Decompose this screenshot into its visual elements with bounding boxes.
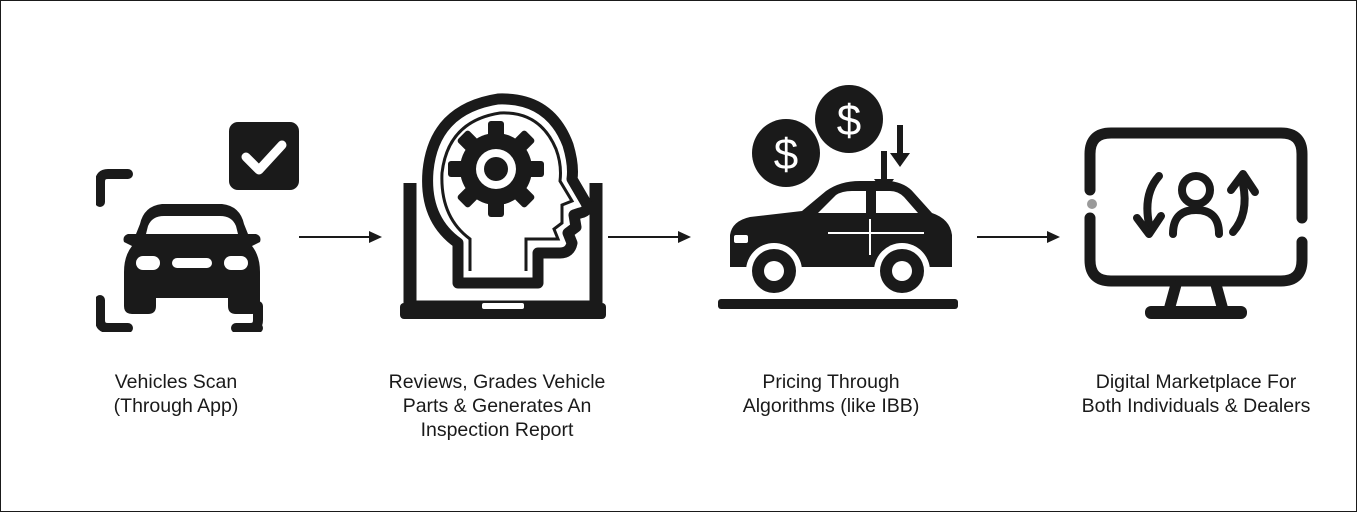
step-label-line: Digital Marketplace For — [1095, 371, 1297, 393]
step-label-pricing: Pricing Through Algorithms (like IBB) — [743, 370, 920, 418]
step-label-line: Pricing Through — [762, 371, 900, 393]
step-label-line: (Through App) — [113, 395, 239, 417]
step-label-line: Parts & Generates An — [402, 395, 592, 417]
step-label-review: Reviews, Grades Vehicle Parts & Generate… — [389, 370, 606, 442]
step-label-line: Inspection Report — [420, 419, 574, 441]
step-label-line: Vehicles Scan — [114, 371, 238, 393]
flow-arrow-3 — [977, 231, 1060, 243]
car-scan-check-icon — [96, 122, 299, 332]
step-label-line: Algorithms (like IBB) — [742, 395, 920, 417]
step-label-line: Reviews, Grades Vehicle — [388, 371, 606, 393]
flow-arrow-2 — [608, 231, 691, 243]
svg-text:$: $ — [774, 130, 798, 179]
flow-arrow-1 — [299, 231, 382, 243]
monitor-user-exchange-icon — [1084, 127, 1308, 319]
step-label-scan: Vehicles Scan (Through App) — [114, 370, 239, 418]
svg-text:$: $ — [837, 96, 861, 145]
step-label-marketplace: Digital Marketplace For Both Individuals… — [1082, 370, 1311, 418]
car-dollar-price-icon: $ $ — [718, 85, 958, 309]
laptop-head-gear-icon — [400, 93, 606, 319]
step-label-line: Both Individuals & Dealers — [1081, 395, 1311, 417]
